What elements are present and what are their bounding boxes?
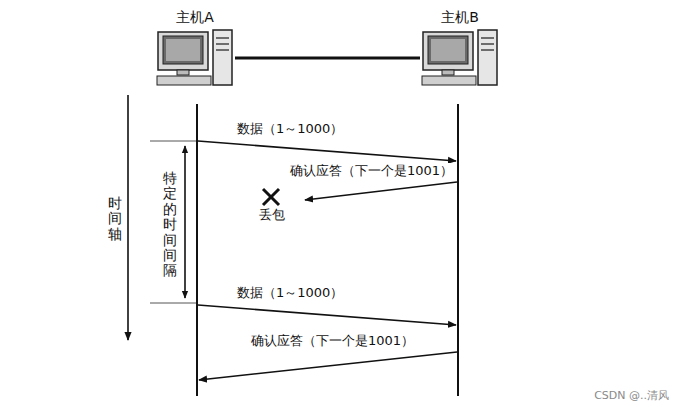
time-axis-arrow: [127, 95, 129, 340]
lifeline: [457, 104, 459, 396]
message-label: 确认应答（下一个是1001）: [250, 333, 415, 349]
computer-icon: [420, 28, 500, 88]
message-arrow: [198, 141, 456, 161]
message-arrow: [305, 182, 457, 200]
loss-cross: [263, 189, 279, 205]
message-label: 数据（1～1000）: [236, 121, 344, 137]
watermark: CSDN @..清风: [593, 388, 670, 404]
host-name: 主机B: [420, 8, 500, 26]
message-label: 数据（1～1000）: [236, 285, 344, 301]
host-computer: 主机A: [155, 8, 235, 88]
host-computer: 主机B: [420, 8, 500, 88]
axis-label: 时间轴: [108, 195, 122, 243]
network-cable: [235, 57, 420, 60]
bracket-line: [150, 303, 196, 304]
lifeline: [196, 104, 198, 396]
interval-label: 特定的时间间隔: [163, 170, 177, 280]
message-arrow: [198, 305, 456, 325]
interval-arrow: [184, 146, 186, 298]
message-arrow: [199, 352, 457, 380]
loss-label: 丢包: [258, 207, 286, 223]
message-label: 确认应答（下一个是1001）: [289, 163, 454, 179]
bracket-line: [150, 141, 196, 142]
computer-icon: [155, 28, 235, 88]
host-name: 主机A: [155, 8, 235, 26]
